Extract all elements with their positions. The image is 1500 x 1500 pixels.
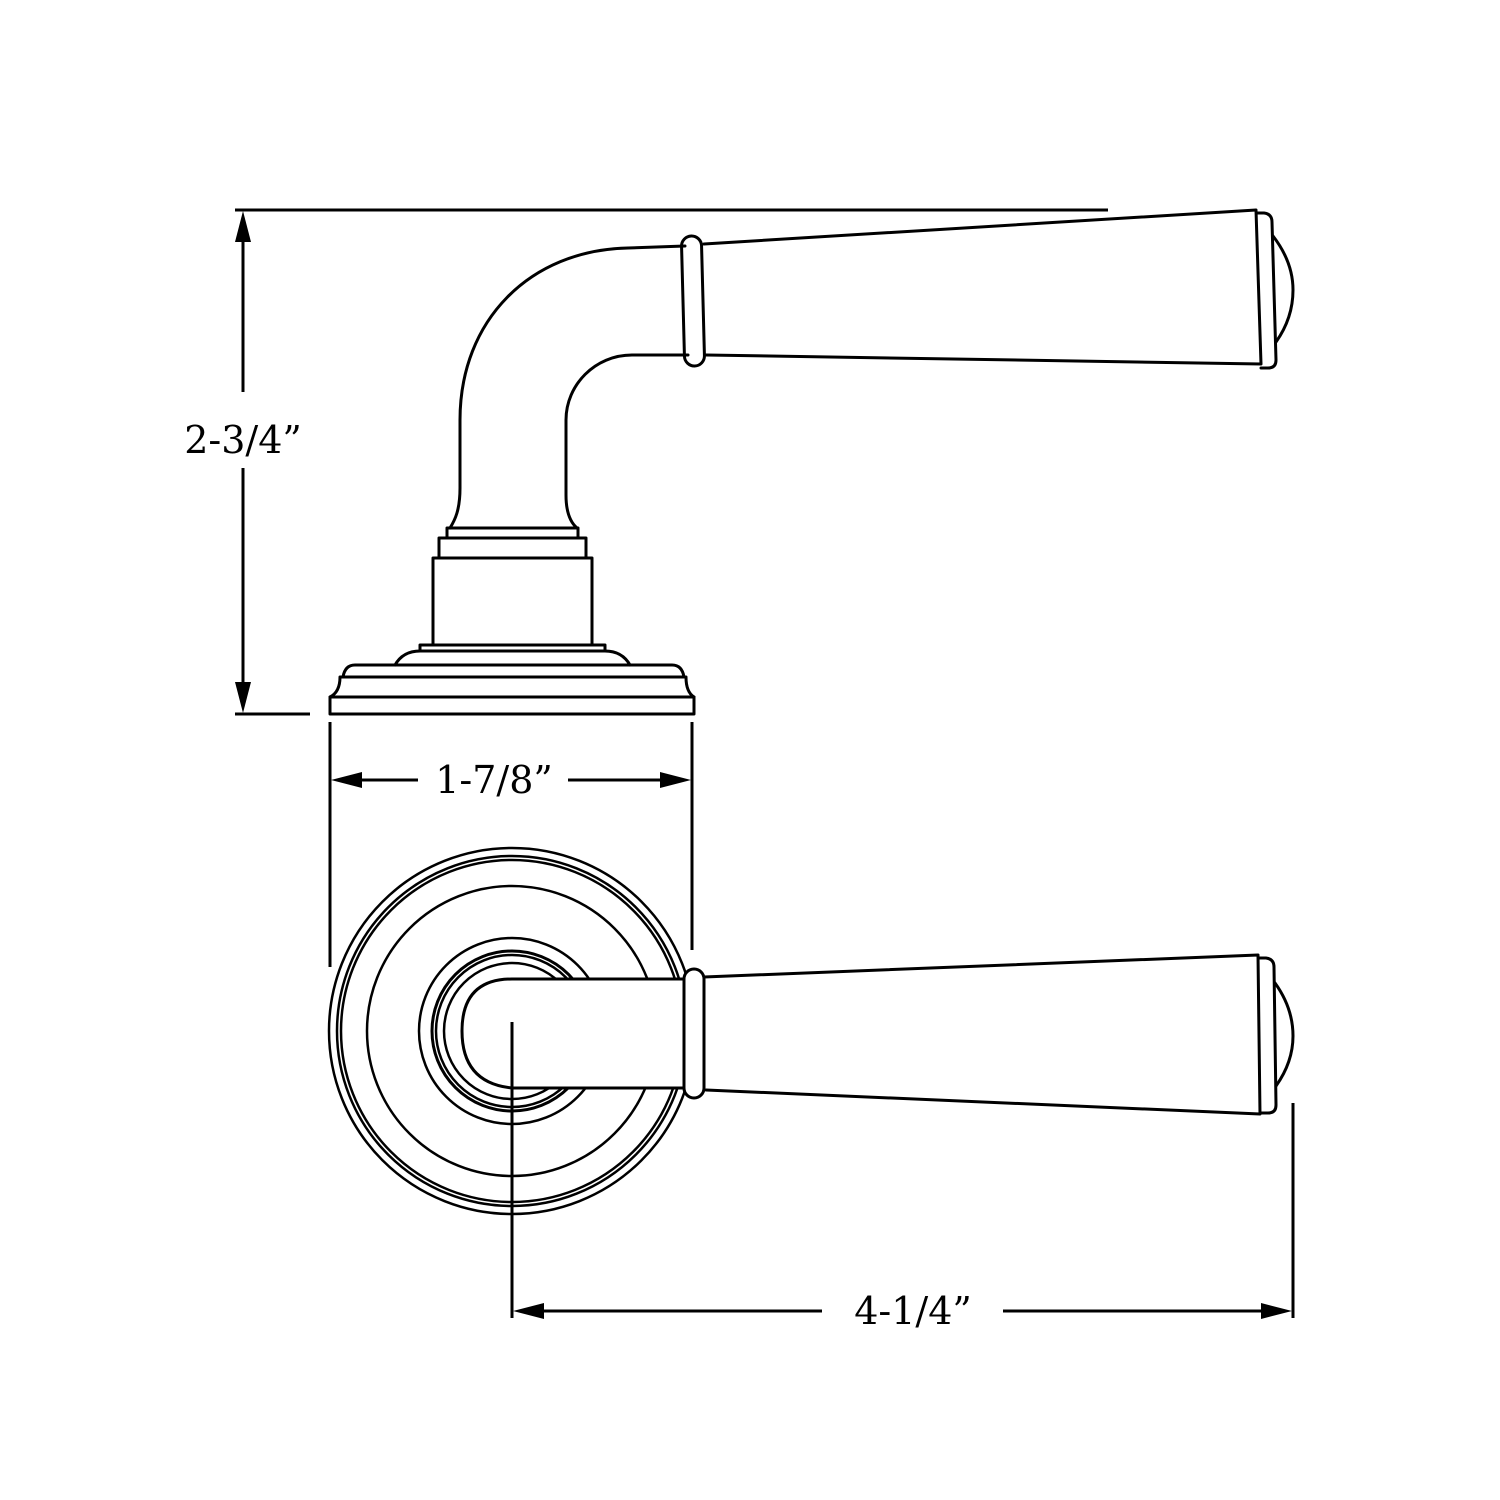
rose-rim-top bbox=[341, 663, 686, 679]
lever-end-dome bbox=[1271, 234, 1295, 344]
arrow-up-icon bbox=[235, 211, 251, 242]
front-lever-end-dome bbox=[1273, 981, 1295, 1088]
rose-rim-mid bbox=[328, 675, 696, 699]
lever-end-cap bbox=[1255, 211, 1278, 370]
front-lever-blade bbox=[702, 953, 1262, 1116]
lever-collar bbox=[680, 234, 706, 368]
rose-dome bbox=[393, 649, 632, 667]
height-dimension-label: 2-3/4” bbox=[174, 419, 312, 461]
arrow-right-icon bbox=[660, 772, 691, 788]
lever-arm-outline bbox=[448, 244, 687, 530]
projection-dimension bbox=[510, 1022, 1295, 1319]
front-view bbox=[327, 846, 1295, 1216]
arrow-right-icon bbox=[1261, 1303, 1292, 1319]
lever-arm-inner bbox=[564, 353, 690, 530]
projection-dimension-label: 4-1/4” bbox=[844, 1290, 982, 1332]
neck-cylinder bbox=[431, 556, 594, 647]
front-lever-end-cap bbox=[1257, 956, 1278, 1115]
front-lever-arm bbox=[460, 977, 687, 1090]
height-dimension bbox=[235, 208, 1108, 716]
arrow-down-icon bbox=[235, 682, 251, 713]
rose-base-plate bbox=[328, 695, 696, 716]
rose-width-dimension bbox=[328, 722, 694, 967]
arrow-left-icon bbox=[331, 772, 362, 788]
neck-ring-2 bbox=[437, 536, 588, 560]
rose-width-dimension-label: 1-7/8” bbox=[425, 759, 563, 801]
front-lever-collar bbox=[682, 967, 706, 1100]
lever-blade bbox=[702, 208, 1263, 366]
arrow-left-icon bbox=[513, 1303, 544, 1319]
side-view bbox=[328, 208, 1295, 716]
